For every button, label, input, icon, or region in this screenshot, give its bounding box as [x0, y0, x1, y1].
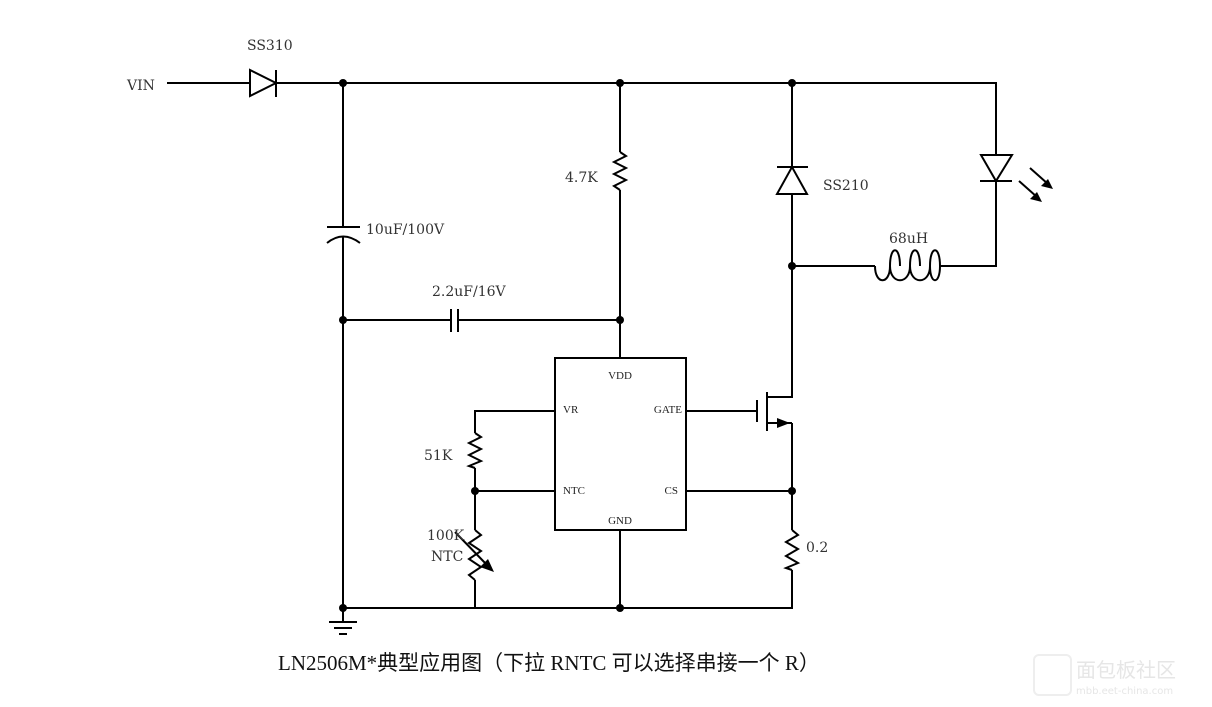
- pin-cs: CS: [665, 485, 678, 497]
- led-symbol: [979, 154, 1053, 202]
- inductor-68uh-symbol: [874, 249, 942, 282]
- pin-ntc: NTC: [563, 485, 585, 497]
- capacitor-c2-symbol: [450, 309, 459, 332]
- diode-ss210-symbol: [775, 164, 809, 195]
- r1-label: 4.7K: [565, 170, 598, 186]
- ss310-label: SS310: [247, 38, 293, 54]
- ntc-value-label: 100K: [427, 528, 465, 544]
- resistor-51k-symbol: [466, 432, 484, 469]
- resistor-sense-symbol: [783, 529, 801, 571]
- c1-label: 10uF/100V: [366, 222, 445, 238]
- pin-gnd: GND: [608, 515, 632, 527]
- watermark-logo-icon: [1033, 654, 1072, 696]
- figure-caption: LN2506M*典型应用图（下拉 RNTC 可以选择串接一个 R）: [278, 651, 820, 675]
- rs-label: 0.2: [806, 540, 828, 556]
- wires: [167, 82, 997, 622]
- inductor-label: 68uH: [889, 231, 928, 247]
- pin-vr: VR: [563, 404, 579, 416]
- pin-gate: GATE: [654, 404, 682, 416]
- watermark-url: mbb.eet-china.com: [1076, 686, 1173, 697]
- ic-ln2506m: [554, 357, 687, 531]
- c2-label: 2.2uF/16V: [432, 284, 507, 300]
- vin-label: VIN: [126, 78, 155, 94]
- ground-icon: [329, 621, 357, 635]
- pin-vdd: VDD: [608, 370, 632, 382]
- mosfet-symbol: [756, 392, 790, 431]
- capacitor-c1-symbol: [326, 226, 361, 244]
- r2-label: 51K: [424, 448, 453, 464]
- ss210-label: SS210: [823, 178, 869, 194]
- watermark-name: 面包板社区: [1076, 658, 1176, 682]
- junction-dots: [339, 79, 796, 612]
- resistor-4k7-symbol: [611, 151, 629, 191]
- diode-ss310-symbol: [249, 68, 279, 98]
- watermark: 面包板社区 mbb.eet-china.com: [1033, 654, 1176, 697]
- ntc-name-label: NTC: [431, 549, 463, 565]
- ntc-thermistor-symbol: [454, 529, 494, 581]
